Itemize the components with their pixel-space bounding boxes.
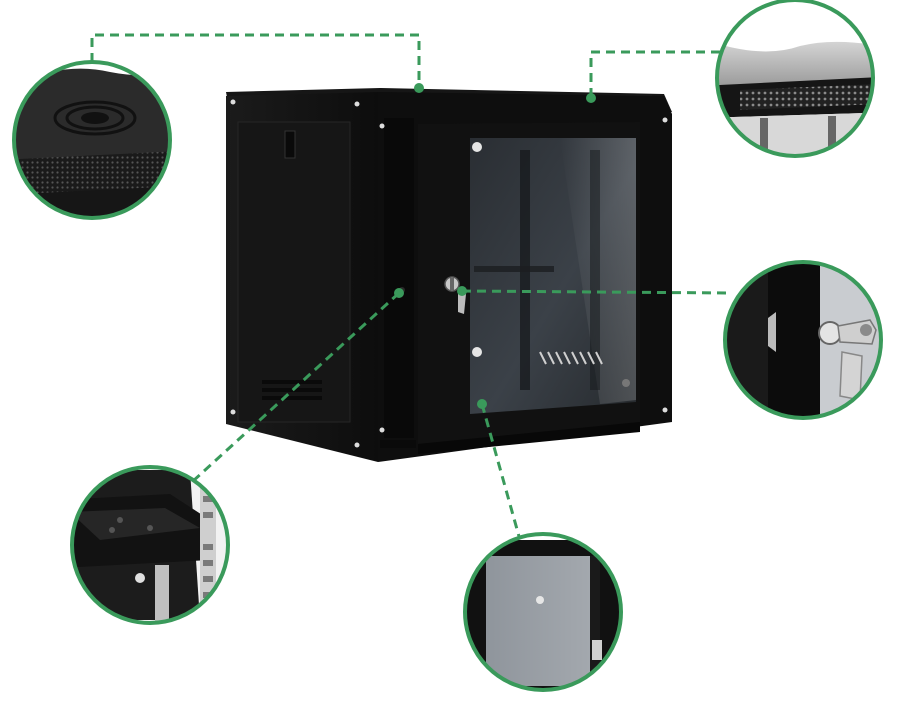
side-vent-slots	[262, 380, 322, 400]
callout-line-fan-vent	[90, 33, 421, 86]
side-handle	[284, 130, 296, 159]
callout-line-glass-door	[480, 403, 522, 541]
inner-vent-slots	[539, 351, 603, 365]
callout-lines	[90, 33, 731, 541]
callout-line-mesh-vent	[589, 50, 720, 98]
callout-dots	[394, 83, 596, 409]
mesh-vent-detail-icon	[715, 0, 875, 158]
door-lock-icon	[444, 276, 466, 314]
shelf-rail-detail-icon	[70, 465, 230, 625]
glass-door-detail-icon	[463, 532, 623, 692]
fan-vent-detail-icon	[12, 60, 172, 220]
cabinet	[226, 88, 672, 462]
callout-line-shelf	[190, 291, 401, 484]
door-lock-key-detail-icon	[723, 260, 883, 420]
side-panel-inset	[237, 121, 351, 423]
